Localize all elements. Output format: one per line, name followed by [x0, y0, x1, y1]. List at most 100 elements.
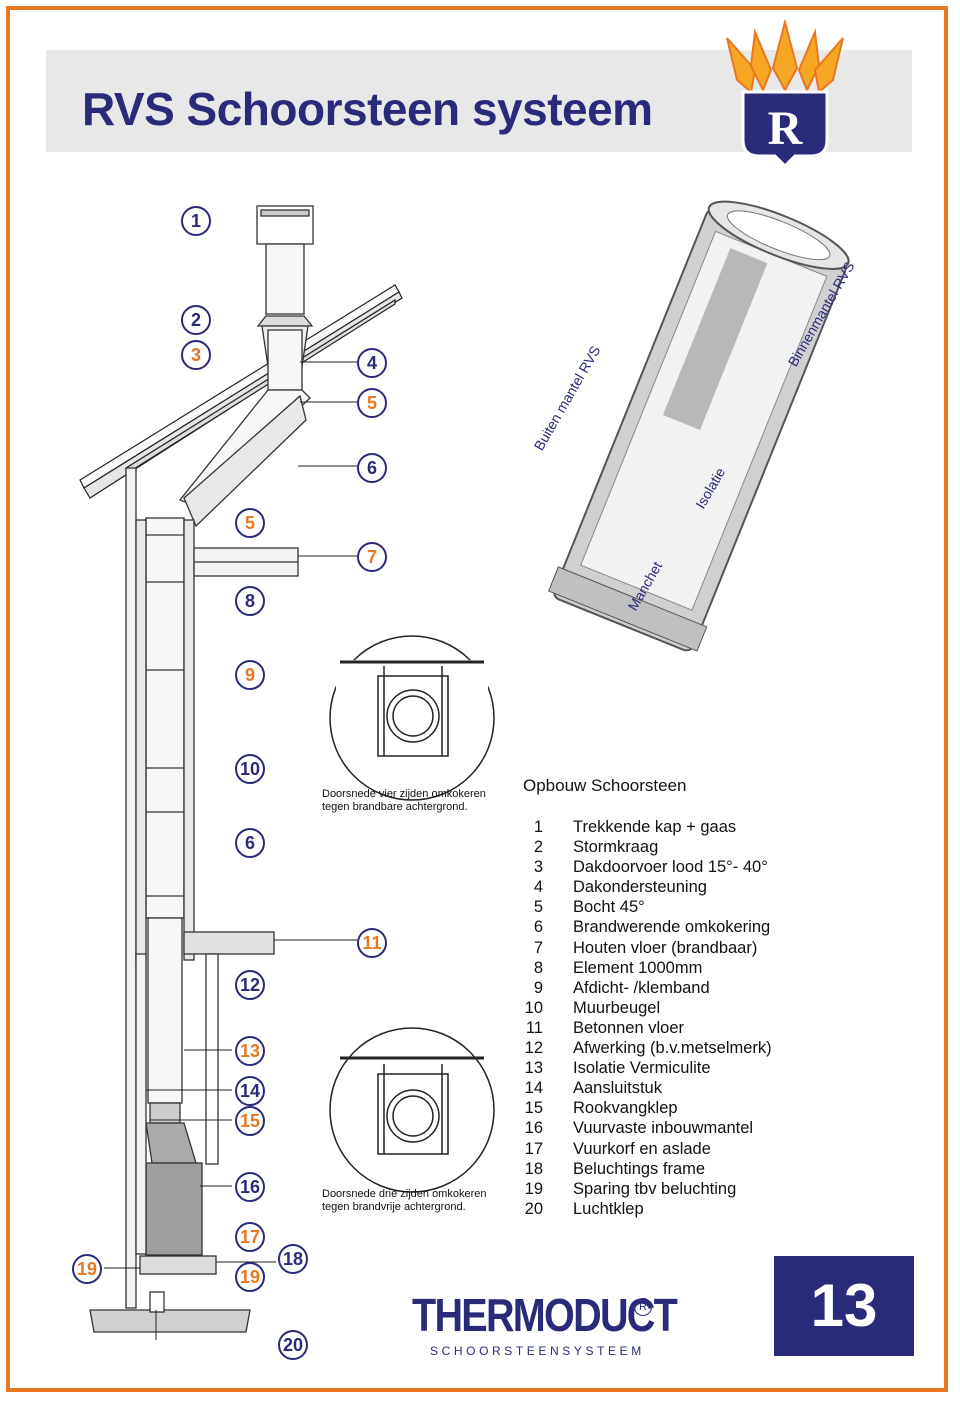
legend-item-text: Betonnen vloer	[573, 1018, 684, 1037]
legend-item: 1 Trekkende kap + gaas	[517, 818, 837, 838]
legend-item: 5 Bocht 45°	[517, 898, 837, 918]
legend-item: 9 Afdicht- /klemband	[517, 979, 837, 999]
legend-item: 6 Brandwerende omkokering	[517, 918, 837, 938]
callout-5-bend: 5	[235, 508, 265, 538]
legend-item: 3 Dakdoorvoer lood 15°- 40°	[517, 858, 837, 878]
legend-item-text: Trekkende kap + gaas	[573, 818, 737, 836]
legend-item-number: 15	[524, 1099, 543, 1118]
callout-6-boxing: 6	[235, 828, 265, 858]
registered-mark: R	[634, 1298, 652, 1316]
section-caption-four-line2: tegen brandbare achtergrond.	[322, 801, 468, 813]
legend-item-number: 12	[524, 1039, 543, 1058]
legend-item-text: Bocht 45°	[573, 898, 645, 917]
callout-1: 1	[181, 206, 211, 236]
callout-18: 18	[278, 1244, 308, 1274]
section-caption-three-line2: tegen brandvrije achtergrond.	[322, 1201, 466, 1213]
legend-item-text: Stormkraag	[573, 838, 659, 857]
callout-3: 3	[181, 340, 211, 370]
callout-4: 4	[357, 348, 387, 378]
callout-11: 11	[357, 928, 387, 958]
section-four-sides	[329, 635, 495, 801]
callout-2: 2	[181, 305, 211, 335]
chimney-pipe	[145, 205, 314, 1256]
page-number: 13	[774, 1256, 914, 1356]
crown-shield-logo: R	[726, 20, 844, 169]
legend-item: 8 Element 1000mm	[517, 959, 837, 979]
left-wall	[125, 467, 137, 1309]
pipe-cutaway	[548, 200, 850, 652]
callout-10: 10	[235, 754, 265, 784]
legend-item: 14 Aansluitstuk	[517, 1079, 837, 1099]
fire-boxing	[135, 519, 299, 961]
legend-item-text: Element 1000mm	[573, 958, 703, 977]
page-frame	[6, 6, 948, 1392]
legend-item-number: 13	[524, 1059, 543, 1078]
legend-item-number: 19	[524, 1179, 543, 1198]
legend-item-number: 3	[533, 858, 543, 877]
legend-item-text: Muurbeugel	[573, 998, 661, 1017]
legend-item-number: 5	[533, 898, 543, 917]
legend-list: 1 Trekkende kap + gaas 2 Stormkraag 3 Dakdoor…	[517, 818, 837, 1220]
callout-13: 13	[235, 1036, 265, 1066]
legend-item-number: 18	[524, 1159, 543, 1178]
legend-item-text: Vuurvaste inbouwmantel	[573, 1119, 754, 1138]
callout-12: 12	[235, 970, 265, 1000]
callout-20: 20	[278, 1330, 308, 1360]
roof	[79, 284, 403, 499]
leader-lines	[104, 361, 358, 1340]
section-caption-four: Doorsnede vier zijden omkokeren tegen br…	[322, 788, 486, 814]
legend-item: 16 Vuurvaste inbouwmantel	[517, 1119, 837, 1139]
legend-item: 20 Luchtklep	[517, 1200, 837, 1220]
callout-9: 9	[235, 660, 265, 690]
legend-item-number: 14	[524, 1079, 543, 1098]
brand-tagline: SCHOORSTEENSYSTEEM	[430, 1344, 645, 1358]
legend-item: 13 Isolatie Vermiculite	[517, 1059, 837, 1079]
legend-item-text: Sparing tbv beluchting	[573, 1179, 737, 1198]
callout-17: 17	[235, 1222, 265, 1252]
legend-item-text: Brandwerende omkokering	[573, 918, 771, 937]
callout-19-left: 19	[72, 1254, 102, 1284]
legend-item-text: Isolatie Vermiculite	[573, 1059, 711, 1078]
legend-item-text: Dakdoorvoer lood 15°- 40°	[573, 858, 768, 877]
crown-point-icon	[771, 20, 799, 93]
legend-item: 19 Sparing tbv beluchting	[517, 1180, 837, 1200]
section-caption-three-line1: Doorsnede drie zijden omkokeren	[322, 1188, 487, 1200]
legend-item-number: 9	[533, 978, 543, 997]
legend-item-number: 10	[524, 998, 543, 1017]
legend-item-text: Beluchtings frame	[573, 1159, 706, 1178]
legend-title: Opbouw Schoorsteen	[523, 776, 687, 795]
legend-item-number: 6	[533, 918, 543, 937]
legend-item-number: 1	[533, 818, 543, 836]
legend-item-number: 8	[533, 958, 543, 977]
section-caption-four-line1: Doorsnede vier zijden omkokeren	[322, 788, 486, 800]
callout-8: 8	[235, 586, 265, 616]
legend-item: 17 Vuurkorf en aslade	[517, 1140, 837, 1160]
legend-item: 12 Afwerking (b.v.metselmerk)	[517, 1039, 837, 1059]
legend-item-text: Afwerking (b.v.metselmerk)	[573, 1039, 772, 1058]
legend-item-number: 11	[525, 1018, 543, 1037]
legend-item-text: Rookvangklep	[573, 1099, 678, 1118]
callout-6-top: 6	[357, 453, 387, 483]
legend-item-text: Afdicht- /klemband	[573, 978, 710, 997]
section-three-sides	[329, 1027, 495, 1193]
legend-item-text: Vuurkorf en aslade	[573, 1139, 711, 1158]
crown-point-icon	[797, 28, 821, 93]
callout-7: 7	[357, 542, 387, 572]
legend-item-text: Dakondersteuning	[573, 878, 707, 897]
callout-15: 15	[235, 1106, 265, 1136]
callout-19-right: 19	[235, 1262, 265, 1292]
legend-item: 11 Betonnen vloer	[517, 1019, 837, 1039]
legend-item-number: 16	[524, 1119, 543, 1138]
logo-letter: R	[768, 102, 804, 155]
crown-point-icon	[749, 28, 773, 93]
legend-item-number: 2	[533, 838, 543, 857]
legend-item: 2 Stormkraag	[517, 838, 837, 858]
legend-item-text: Luchtklep	[573, 1199, 644, 1218]
legend-item-text: Aansluitstuk	[573, 1079, 662, 1098]
legend-item-number: 20	[524, 1199, 543, 1218]
legend-item-number: 17	[524, 1139, 543, 1158]
concrete-floor	[89, 931, 275, 1333]
